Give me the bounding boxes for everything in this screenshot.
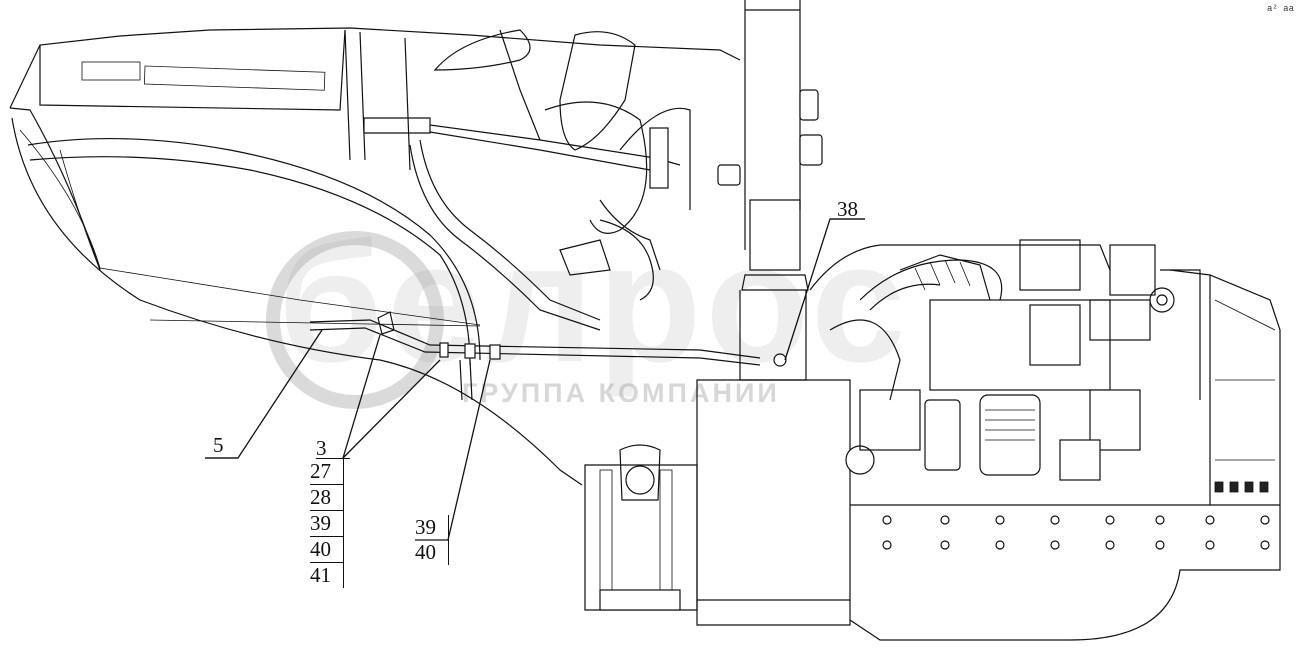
- callout-39: 39: [310, 511, 344, 537]
- fender-arc: [11, 117, 583, 486]
- callout-40-right: 40: [415, 540, 449, 565]
- callout-38: 38: [837, 197, 858, 221]
- callout-5: 5: [213, 433, 224, 457]
- watermark-circle: [266, 231, 444, 409]
- callout-39-right: 39: [415, 515, 449, 540]
- callout-3: 3: [316, 436, 350, 460]
- callout-group-left: 3 27 28 39 40 41: [310, 436, 350, 588]
- leader-group-left: [342, 334, 441, 459]
- callout-28: 28: [310, 485, 344, 511]
- callout-group-right: 39 40: [415, 515, 449, 565]
- watermark-text: ГРУППА КОМПАНИИ: [462, 378, 780, 408]
- callout-27: 27: [310, 459, 344, 485]
- callout-41: 41: [310, 563, 344, 588]
- leader-group-right: [447, 359, 491, 541]
- radiator-bolts: [1214, 481, 1269, 493]
- fender-outline: [9, 27, 741, 109]
- frame-holes: [882, 515, 1270, 550]
- callout-40: 40: [310, 537, 344, 563]
- watermark-logo: белрос: [278, 208, 910, 398]
- corner-mark: a² aa: [1266, 4, 1294, 14]
